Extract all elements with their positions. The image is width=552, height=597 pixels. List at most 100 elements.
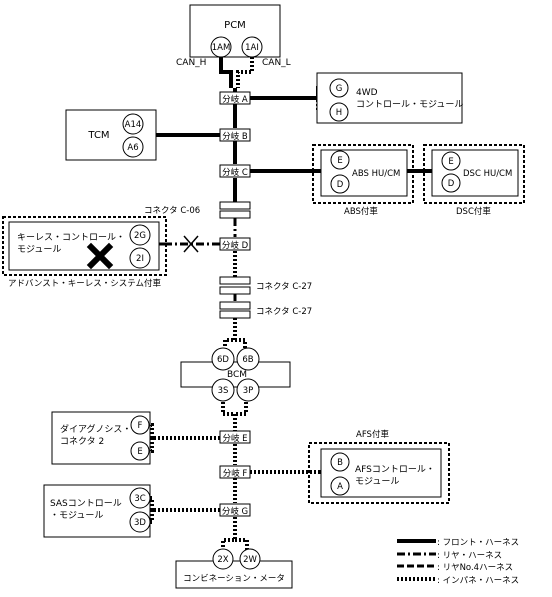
tcm-pin-a6	[122, 136, 144, 158]
meter-box	[175, 560, 293, 589]
sas-label-line2: ・モジュール	[50, 511, 103, 521]
wire-dlc-e	[150, 436, 160, 453]
junction-c-label: 分岐 C	[222, 167, 248, 178]
meter-pin-2x-label: 2X	[217, 555, 228, 565]
junction-f-label: 分岐 F	[223, 468, 248, 479]
line-break-cross-icon	[183, 235, 199, 253]
afs-pin-b	[330, 452, 350, 472]
inline-connectors: コネクタ C-06 コネクタ C-27 コネクタ C-27	[144, 201, 312, 319]
bcm-pin-3s	[211, 378, 235, 402]
junction-e-label: 分岐 E	[222, 433, 247, 444]
fourwd-pin-g	[329, 78, 349, 98]
wire-bcm-e-r	[235, 398, 248, 416]
junction-f	[219, 465, 251, 479]
bcm-pin-3s-label: 3S	[218, 386, 229, 396]
junction-d-label: 分岐 D	[222, 240, 249, 251]
legend-label-rear-no4-harness: : リヤNo.4ハーネス	[437, 563, 513, 573]
junction-a-label: 分岐 A	[222, 94, 248, 105]
junction-g-label: 分岐 G	[222, 506, 248, 517]
bcm-pin-6b-label: 6B	[242, 355, 253, 365]
connector-c27a-bottom	[219, 286, 251, 295]
keyless-pin-2i	[129, 247, 151, 269]
wire-pcm-can-l	[236, 57, 254, 88]
tcm-module: TCM A14 A6	[65, 109, 157, 161]
dsc-pin-e-label: E	[448, 157, 453, 167]
junction-blocks: 分岐 A 分岐 B 分岐 C 分岐 D 分岐 E 分岐 F 分岐 G	[219, 91, 251, 517]
wire-g-meter-l	[221, 517, 237, 550]
abs-caption: ABS付車	[344, 206, 378, 217]
keyless-label-line1: キーレス・コントロール・	[17, 233, 125, 243]
dsc-option-frame	[423, 144, 525, 204]
connector-c27a-top	[219, 276, 251, 285]
wire-bcm-e-l	[221, 398, 237, 431]
wire-sas-3d	[150, 508, 160, 524]
afs-label-line2: モジュール	[355, 477, 399, 487]
pcm-can-h-label: CAN_H	[176, 58, 206, 68]
abs-label: ABS HU/CM	[352, 169, 400, 179]
pcm-pin-1ai-label: 1AI	[245, 43, 259, 53]
tcm-label: TCM	[87, 130, 109, 141]
fourwd-label-line2: コントロール・モジュール	[356, 100, 463, 110]
dlc-label-line1: ダイアグノシス・	[60, 423, 131, 435]
bcm-module: BCM 6D 6B 3S 3P	[180, 347, 291, 402]
abs-pin-e-label: E	[337, 156, 342, 166]
legend-label-rear-harness: : リヤ・ハーネス	[437, 551, 502, 561]
abs-module: E D ABS HU/CM ABS付車	[312, 144, 414, 217]
keyless-pin-2g	[129, 224, 151, 246]
bcm-label: BCM	[227, 370, 247, 380]
connector-c06-top	[219, 201, 251, 210]
junction-b-label: 分岐 B	[222, 131, 248, 142]
fourwd-pin-h-label: H	[336, 108, 342, 118]
afs-caption: AFS付車	[356, 429, 389, 440]
dsc-pin-e	[441, 151, 461, 171]
tcm-pin-a14	[122, 113, 144, 135]
pcm-can-l-label: CAN_L	[262, 58, 291, 68]
meter-pin-2w-label: 2W	[243, 555, 257, 565]
dsc-caption: DSC付車	[456, 206, 491, 217]
wire-trunk-c27-bcm-l	[223, 318, 237, 350]
sas-module: SASコントロール ・モジュール 3C 3D	[43, 484, 151, 538]
junction-d	[219, 237, 251, 251]
pcm-pin-1ai	[241, 36, 263, 58]
junction-b	[219, 128, 251, 142]
legend-label-front-harness: : フロント・ハーネス	[437, 538, 519, 548]
meter-pin-2x	[212, 548, 234, 570]
keyless-module: キーレス・コントロール・ モジュール 2G 2I アドバンスト・キーレス・システ…	[2, 216, 199, 289]
pcm-box	[189, 4, 281, 58]
dsc-label: DSC HU/CM	[463, 169, 512, 179]
pcm-module: PCM 1AM 1AI CAN_H CAN_L	[176, 4, 291, 68]
dlc-pin-e-label: E	[137, 447, 142, 457]
fourwd-label-line1: 4WD	[356, 88, 378, 98]
keyless-pin-2g-label: 2G	[134, 231, 146, 241]
sas-pin-3c	[129, 487, 151, 509]
abs-pin-d-label: D	[337, 180, 344, 190]
bcm-pin-6d	[211, 347, 235, 371]
dsc-pin-d	[441, 173, 461, 193]
pcm-pin-1am-label: 1AM	[212, 43, 231, 53]
keyless-fault-cross-icon	[86, 242, 114, 270]
junction-e	[219, 430, 251, 444]
fourwd-module: G H 4WD コントロール・モジュール	[316, 72, 463, 124]
keyless-pin-2i-label: 2I	[136, 254, 144, 264]
pcm-pin-1am	[210, 36, 232, 58]
tcm-pin-a6-label: A6	[127, 143, 138, 153]
junction-g	[219, 503, 251, 517]
wire-g-meter-r	[235, 538, 249, 550]
connector-c27b-label: コネクタ C-27	[256, 307, 312, 317]
abs-option-frame	[312, 144, 414, 204]
keyless-label-line2: モジュール	[17, 245, 61, 255]
wire-trunk-c27-bcm-r	[235, 338, 247, 350]
afs-option-frame	[308, 442, 450, 504]
afs-pin-a-label: A	[337, 482, 343, 492]
bcm-pin-6d-label: 6D	[217, 355, 229, 365]
connector-c27b-bottom	[219, 310, 251, 319]
sas-pin-3d	[129, 511, 151, 533]
sas-pin-3c-label: 3C	[134, 494, 145, 504]
dsc-module: E D DSC HU/CM DSC付車	[423, 144, 525, 217]
keyless-option-frame	[2, 216, 167, 276]
junction-c	[219, 164, 251, 178]
tcm-box	[65, 109, 157, 161]
pcm-label: PCM	[224, 20, 246, 31]
dlc-pin-e	[130, 441, 150, 461]
